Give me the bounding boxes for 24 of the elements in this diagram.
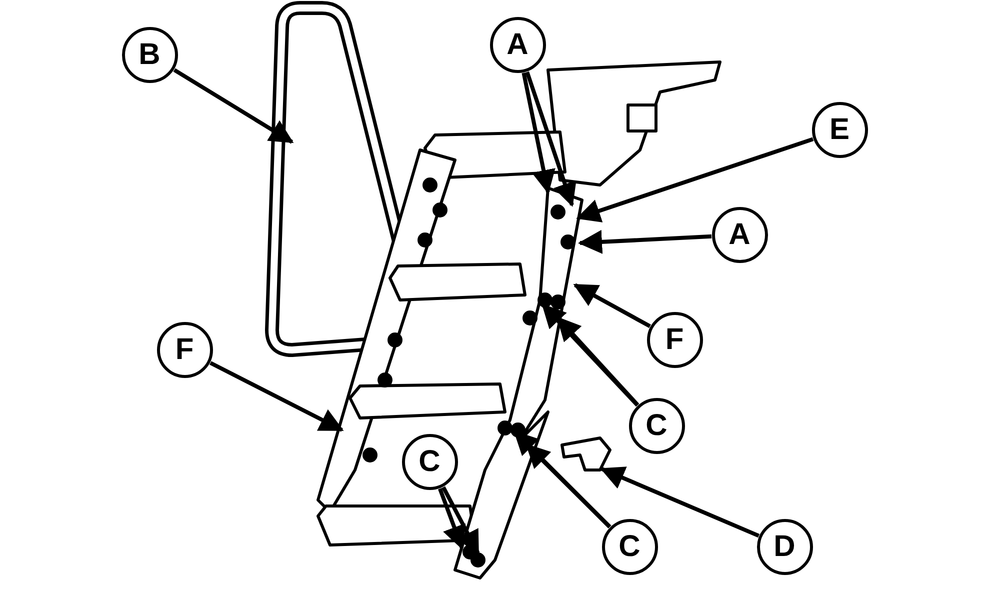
leader-line (442, 486, 480, 555)
leader-line (556, 316, 640, 406)
callout-letter: A (490, 16, 546, 72)
leader-line (173, 68, 294, 144)
leader-line (542, 304, 639, 407)
callout-letter: A (712, 206, 768, 262)
callout-letter: F (646, 312, 702, 368)
leader-line (210, 361, 344, 432)
callout-letter: D (756, 518, 812, 574)
callout-letter: B (122, 26, 178, 82)
leader-line (573, 283, 651, 328)
step-bracket-drawing (560, 436, 612, 472)
leader-line (600, 466, 760, 538)
leader-line (525, 71, 576, 207)
leader-line (438, 488, 466, 550)
leader-line (578, 230, 712, 254)
callout-letter: C (628, 398, 684, 454)
callout-letter: C (402, 434, 458, 490)
callout-letter: E (812, 102, 868, 158)
leader-line (576, 137, 814, 222)
leader-line (522, 72, 556, 194)
leader-line (526, 444, 612, 528)
callout-letter: C (602, 518, 658, 574)
callout-letter: F (156, 322, 212, 378)
